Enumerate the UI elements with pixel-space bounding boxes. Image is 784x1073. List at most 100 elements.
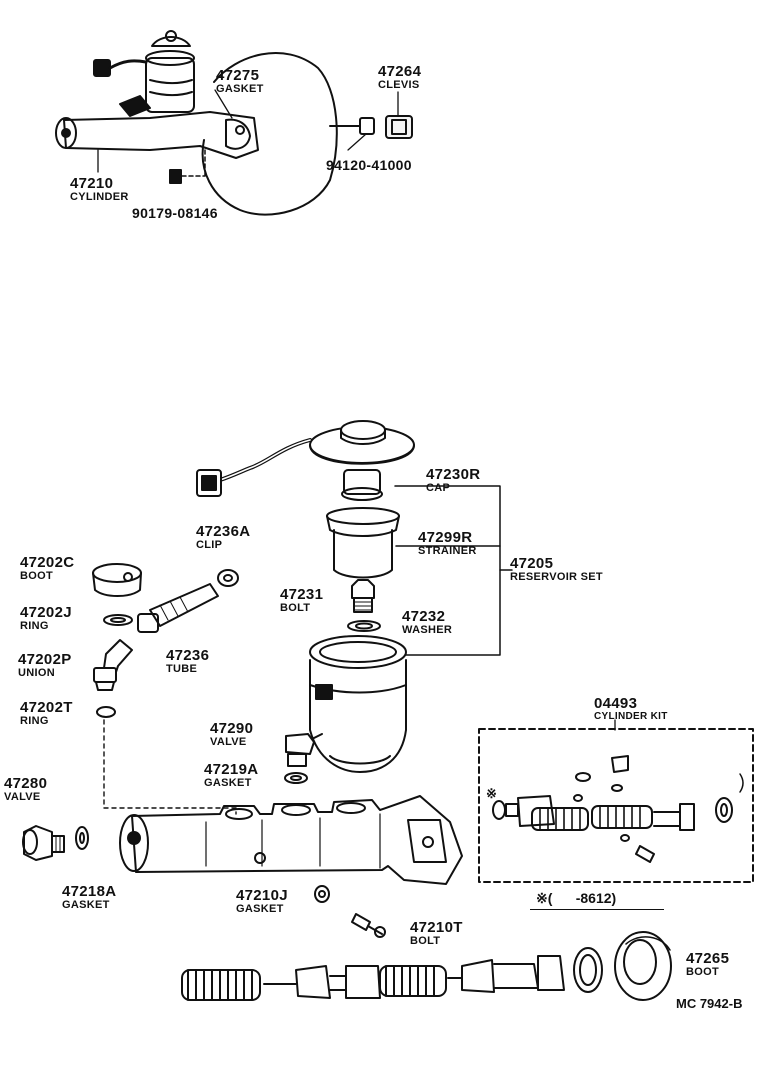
label-47264: 47264 CLEVIS [378,64,421,91]
ring-47202t [96,706,116,718]
top-leader-lines [97,89,399,173]
part-number: 47202C [20,554,75,571]
part-name: TUBE [166,663,198,675]
label-47202p: 47202P UNION [18,652,72,679]
booster-nut-90179 [169,149,206,184]
part-name: RING [20,620,49,632]
part-number: 94120-41000 [326,157,412,173]
label-47210t: 47210T BOLT [410,920,463,947]
part-name: GASKET [216,83,264,95]
part-number: 47265 [686,950,730,967]
diagram-reference: MC 7942-B [676,996,743,1011]
label-04493: 04493 CYLINDER KIT [594,696,668,722]
valve-47290 [285,733,323,767]
part-number: 47264 [378,63,422,80]
clevis-assembly [329,115,413,139]
valve-47280 [22,825,65,861]
label-47219a: 47219A GASKET [204,762,258,789]
star-mark: ※ [486,786,497,801]
label-47202j: 47202J RING [20,605,72,632]
ring-47202j [103,614,133,626]
part-name: CYLINDER KIT [594,711,668,722]
part-number: 47210 [70,175,114,192]
part-number: 47236A [196,523,251,540]
part-name: CLEVIS [378,79,420,91]
gasket-47218a [75,826,89,850]
part-number: 47299R [418,529,473,546]
part-number: 47205 [510,555,554,572]
part-name: BOOT [686,966,719,978]
label-47265: 47265 BOOT [686,951,729,978]
label-47231: 47231 BOLT [280,587,323,614]
part-number: 47280 [4,775,48,792]
label-47210j: 47210J GASKET [236,888,288,915]
label-47280: 47280 VALVE [4,776,47,803]
label-47299r: 47299R STRAINER [418,530,477,557]
part-name: VALVE [4,791,41,803]
part-name: BOLT [280,602,311,614]
part-name: GASKET [236,903,284,915]
label-47230r: 47230R CAP [426,467,480,494]
union-47202p [93,639,133,691]
part-number: 47202T [20,699,73,716]
boot-47202c [92,563,142,597]
label-94120-41000: 94120-41000 [326,158,412,172]
part-number: 47290 [210,720,254,737]
label-47210: 47210 CYLINDER [70,176,129,203]
master-cylinder-body [119,795,463,885]
part-number: 47275 [216,67,260,84]
kit-parts [492,755,744,863]
part-name: WASHER [402,624,453,636]
label-90179-08146: 90179-08146 [132,206,218,220]
sensor-connector-top [93,59,148,77]
part-number: 47219A [204,761,259,778]
part-number: 47202P [18,651,72,668]
part-name: VALVE [210,736,247,748]
part-name: UNION [18,667,55,679]
label-47275: 47275 GASKET [216,68,264,95]
part-name: BOOT [20,570,53,582]
part-name: GASKET [204,777,252,789]
part-name: STRAINER [418,545,477,557]
cylinder-kit-box [478,719,754,883]
part-name: CAP [426,482,451,494]
part-name: GASKET [62,899,110,911]
reservoir-body [309,635,407,773]
bolt-47210t [351,913,386,938]
tube-47236 [137,583,219,633]
clip-47236a [217,569,239,587]
kit-applicability-note: ※( -8612) [536,890,617,906]
part-number: 47230R [426,466,481,483]
bolt-47231 [351,579,375,613]
master-cylinder-top [55,95,259,159]
part-number: 47202J [20,604,72,621]
reservoir-top [145,30,195,113]
label-47236: 47236 TUBE [166,648,209,675]
cap-sensor-wire [196,438,312,497]
label-47232: 47232 WASHER [402,609,452,636]
label-47202c: 47202C BOOT [20,555,74,582]
part-name: CYLINDER [70,191,129,203]
part-number: 47218A [62,883,117,900]
part-number: 47236 [166,647,210,664]
part-name: RING [20,715,49,727]
reservoir-bracket [394,485,513,656]
part-number: 04493 [594,695,638,712]
dashed-flow [103,719,237,815]
label-47205: 47205 RESERVOIR SET [510,556,603,583]
label-47202t: 47202T RING [20,700,73,727]
reservoir-cap [309,420,415,501]
kit-note-underline [530,909,664,910]
brake-booster-outline [201,52,338,216]
washer-47232 [347,620,381,632]
piston-assembly [181,955,565,1001]
seal-ring [573,947,603,993]
gasket-47210j [314,885,330,903]
part-name: RESERVOIR SET [510,571,603,583]
part-number: 47210T [410,919,463,936]
label-47218a: 47218A GASKET [62,884,116,911]
label-47236a: 47236A CLIP [196,524,250,551]
part-number: 90179-08146 [132,205,218,221]
